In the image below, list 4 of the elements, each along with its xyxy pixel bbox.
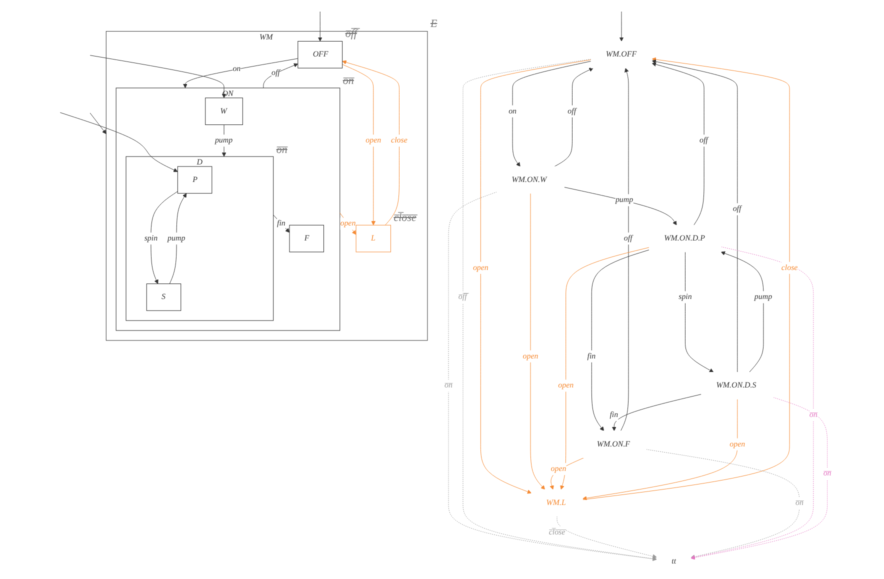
node-annotation: o̅n̅ [276,144,288,156]
node-annotation: o̅n̅ [342,76,354,87]
node-annotation: E [430,19,438,30]
node-annotation: c̅l̅o̅s̅e̅ [394,213,416,224]
